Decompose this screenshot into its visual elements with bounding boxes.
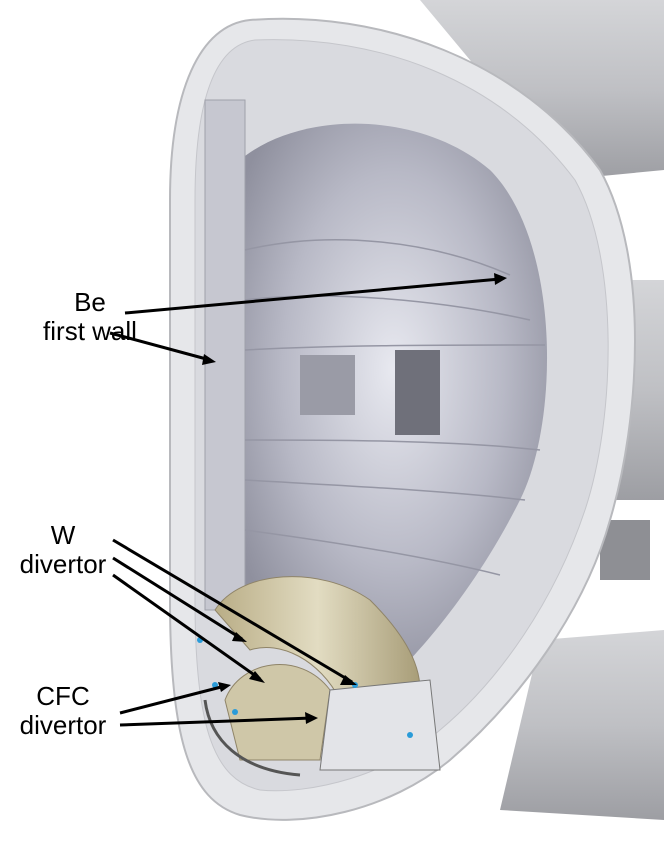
inboard-wall — [204, 99, 246, 611]
label-line: first wall — [43, 316, 137, 346]
label-line: divertor — [19, 549, 107, 579]
arrow-cfc-2 — [119, 716, 313, 727]
label-line: divertor — [19, 710, 107, 740]
arrow-w-3 — [112, 573, 261, 681]
arrow-cfc-1 — [119, 684, 226, 715]
label-line: CFC — [36, 681, 90, 711]
label-line: Be — [74, 287, 106, 317]
label-cfc-divertor: CFC divertor — [8, 682, 118, 740]
label-w-divertor: W divertor — [8, 521, 118, 579]
callout-arrows — [109, 277, 501, 727]
panel-rows — [244, 239, 546, 576]
arrow-w-2 — [112, 556, 243, 641]
grille-port — [395, 350, 440, 435]
arrow-be-2 — [109, 331, 211, 362]
arrow-w-1 — [112, 538, 353, 684]
label-be-first-wall: Be first wall — [30, 288, 150, 346]
arrow-heads — [202, 273, 507, 724]
arrow-be-1 — [124, 277, 501, 315]
port-opening — [300, 355, 355, 415]
label-line: W — [50, 520, 76, 550]
divertor-cassette — [197, 576, 441, 777]
